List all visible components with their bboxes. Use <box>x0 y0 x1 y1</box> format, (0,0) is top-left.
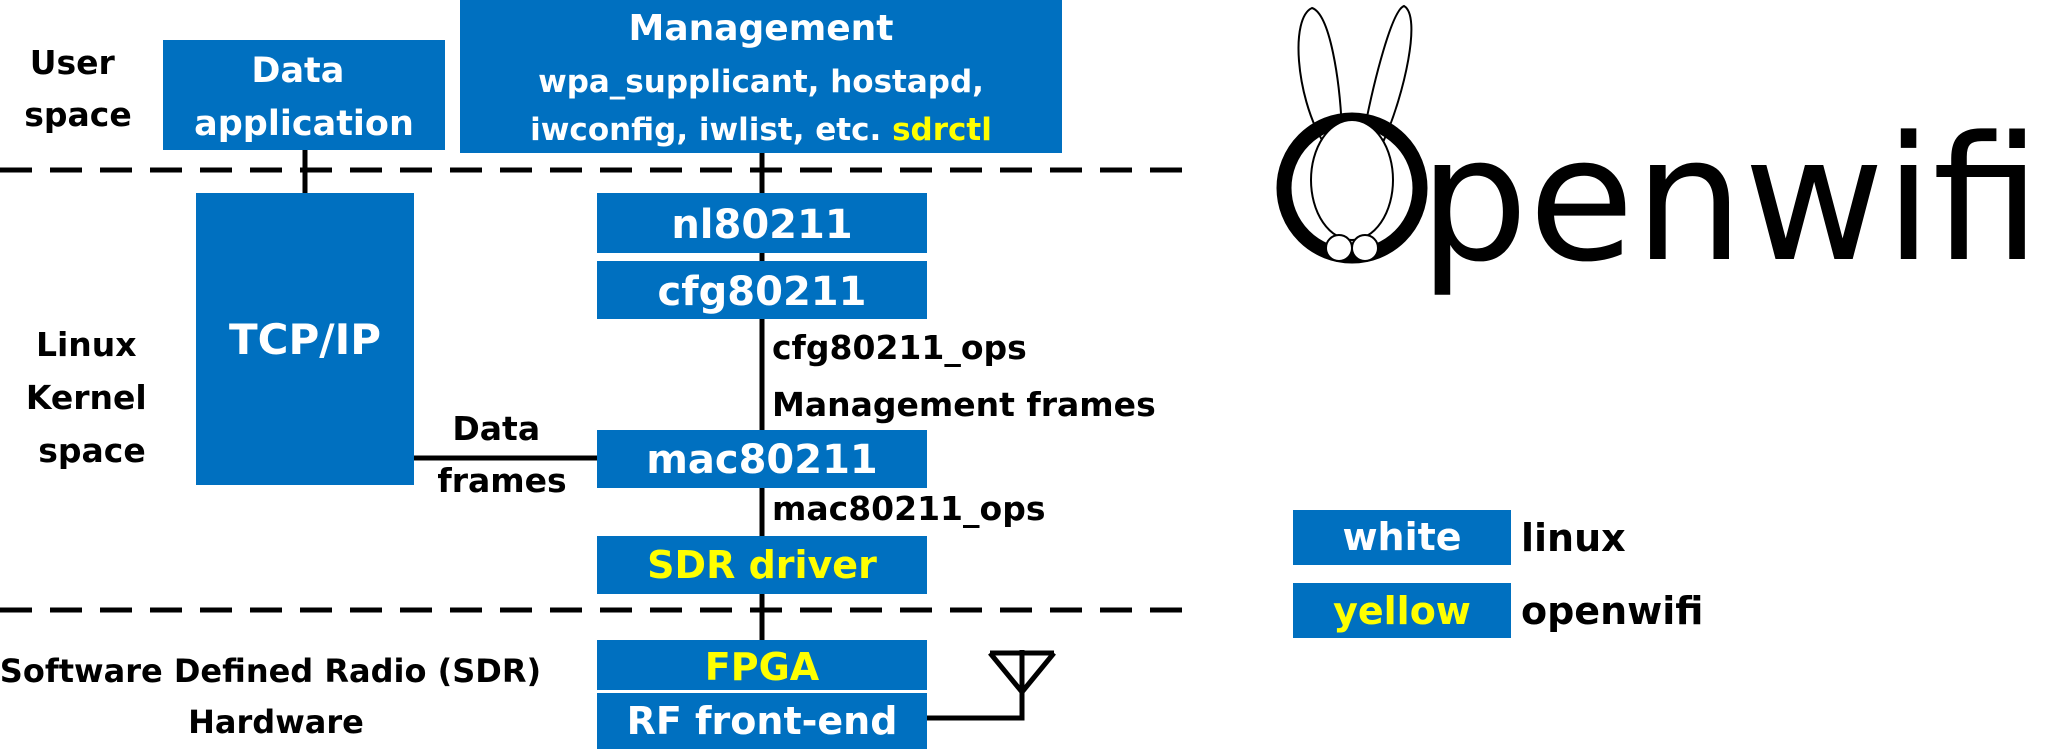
connector-rf-antenna <box>926 692 1025 721</box>
data-application-label: Data application <box>194 51 414 144</box>
legend: white linux yellow openwifi <box>1293 510 1703 638</box>
legend-item-linux: white linux <box>1293 510 1626 565</box>
legend-openwifi-label: openwifi <box>1521 589 1703 633</box>
mac80211-label: mac80211 <box>646 437 878 483</box>
layer-label-sdr-hardware: Software Defined Radio (SDR) Hardware <box>0 652 552 741</box>
rf-frontend-label: RF front-end <box>627 699 898 743</box>
cfg80211-ops-label: cfg80211_ops <box>772 328 1027 367</box>
management-tools-linux: iwconfig, iwlist, etc. <box>530 112 892 148</box>
fpga-block: FPGA <box>597 640 927 690</box>
management-tools-line2: iwconfig, iwlist, etc. sdrctl <box>530 112 992 148</box>
legend-linux-label: linux <box>1521 516 1626 560</box>
layer-label-kernel-space: Linux Kernel space <box>26 325 158 470</box>
openwifi-logo: penwifi <box>1276 4 2041 300</box>
data-frames-label: Data frames <box>437 409 566 500</box>
legend-swatch-white <box>1293 510 1511 565</box>
antenna-icon <box>988 650 1056 696</box>
sdr-driver-label: SDR driver <box>647 543 877 587</box>
legend-item-openwifi: yellow openwifi <box>1293 583 1703 638</box>
fpga-label: FPGA <box>705 645 820 689</box>
management-block: Management wpa_supplicant, hostapd, iwco… <box>460 0 1062 153</box>
tcpip-block: TCP/IP <box>196 193 414 485</box>
management-tools-sdrctl: sdrctl <box>892 112 992 148</box>
cfg80211-block: cfg80211 <box>597 261 927 319</box>
rabbit-body-icon <box>1310 119 1394 262</box>
management-frames-label: Management frames <box>772 385 1156 424</box>
mac80211-block: mac80211 <box>597 430 927 488</box>
mac80211-ops-label: mac80211_ops <box>772 489 1045 528</box>
tcpip-label: TCP/IP <box>229 315 381 364</box>
legend-swatch-yellow-label: yellow <box>1333 589 1471 633</box>
rf-frontend-block: RF front-end <box>597 693 927 749</box>
management-tools-line1: wpa_supplicant, hostapd, <box>538 64 984 100</box>
cfg80211-label: cfg80211 <box>658 269 867 315</box>
nl80211-label: nl80211 <box>671 202 852 248</box>
sdr-driver-block: SDR driver <box>597 536 927 594</box>
nl80211-block: nl80211 <box>597 193 927 253</box>
management-title: Management <box>629 8 894 49</box>
data-application-block: Data application <box>163 40 445 150</box>
layer-label-user-space: User space <box>24 43 131 134</box>
legend-swatch-white-label: white <box>1342 515 1461 559</box>
legend-swatch-yellow <box>1293 583 1511 638</box>
logo-text: penwifi <box>1419 99 2041 300</box>
